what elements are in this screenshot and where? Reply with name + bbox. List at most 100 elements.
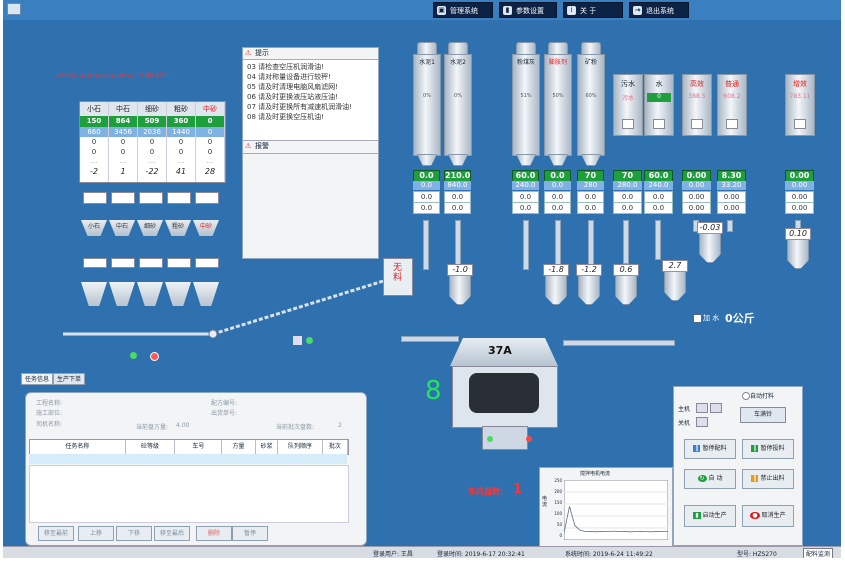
status-bar: 登录用户: 王昌 登录时间: 2019-6-17 20:32:41 系统时间: … [3,546,841,558]
start-icon: ▮ [693,512,701,519]
manage-system-button[interactable]: ▣管理系统 [433,2,493,18]
task-button[interactable]: 删除 [196,526,232,541]
task-button[interactable]: 下移 [116,526,152,541]
add-water-checkbox[interactable] [693,314,702,323]
silo-name: 水泥2 [450,59,466,66]
pipe [563,340,675,346]
silo-name: 水泥1 [419,59,435,66]
warning-icon: ⚠ [245,49,252,57]
message-list[interactable]: 03 请检查空压机润滑油! 04 请对称量设备进行较秤! 05 请及时清理电脑风扇滤… [243,60,378,141]
message-item[interactable]: 08 请及时更换空压机油! [247,113,324,121]
message-item[interactable]: 06 请及时更换液压站液压油! [247,93,338,101]
task-column-header[interactable]: 批次 [323,440,348,454]
message-item[interactable]: 03 请检查空压机润滑油! [247,63,324,71]
forbid-discharge-button[interactable]: ‖禁止出料 [742,469,794,489]
mixer: 37A [450,338,558,458]
tab-production-order[interactable]: 生产下单 [53,373,86,385]
tank-name: 高效 [690,80,704,88]
chart-icon: ▮ [503,6,512,15]
task-column-header[interactable]: 砂浆 [256,440,279,454]
task-column-header[interactable]: 砼等级 [126,440,176,454]
task-button[interactable]: 移至最前 [38,526,74,541]
tank-sub-value: 783.11 [789,93,811,100]
exit-icon: ⇥ [633,6,642,15]
silo-actual-value: 240.0 [512,181,539,190]
weigh-hopper-cone [545,275,567,305]
aggregate-actual: 1440 [167,127,195,137]
silo-value-b: 0.0 [413,202,440,214]
tank-icon [726,119,738,129]
task-button[interactable]: 上移 [78,526,114,541]
pipe [523,220,529,270]
auto-print-radio[interactable] [742,392,750,400]
scale-readout: 2.7 [662,260,688,272]
weigh-hopper-cone [449,275,471,305]
task-column-header[interactable]: 队列顺序 [278,440,323,454]
pipe [423,220,429,270]
hopper-gate [195,192,219,204]
param-settings-button[interactable]: ▮参数设置 [499,2,557,18]
start-production-button[interactable]: ▮启动生产 [684,505,736,527]
pause-feeding-button[interactable]: ‖暂停投料 [742,439,794,459]
scale-readout: -1.2 [576,264,602,276]
mixer-green-indicator [487,436,493,442]
aggregate-name: 细砂 [138,102,166,116]
message-item[interactable]: 05 请及时清理电脑风扇滤网! [247,83,338,91]
status-sys-time: 系统时间: 2019-6-24 11:49:22 [565,551,653,558]
task-column-header[interactable]: 任务名称 [30,440,126,454]
task-column-header[interactable]: 方量 [222,440,256,454]
tank-name: 增效 [793,80,807,88]
hopper-gate [83,192,107,204]
task-table-row[interactable] [29,454,347,464]
scale-readout: 0.6 [613,264,639,276]
silo-actual-value: 0.0 [544,181,571,190]
task-table-body[interactable] [29,465,349,523]
pipe [588,220,594,270]
aggregate-v3: ... [80,157,108,165]
tank-icon [794,119,806,129]
silo-percent: 51% [520,93,532,99]
weigh-hopper-cone [787,239,809,269]
task-button[interactable]: 暂停 [232,526,268,541]
host-icon-2[interactable] [710,403,722,413]
hopper-valve [195,258,219,268]
tank-actual-value: 240.0 [644,181,673,190]
message-item[interactable]: 07 请及时更换所有减速机润滑油! [247,103,352,111]
weigh-hopper-cone [578,275,600,305]
aggregate-name: 粗砂 [167,102,195,116]
task-column-header[interactable]: 车号 [175,440,223,454]
scale-readout: -0.03 [697,222,723,234]
hopper-gate [139,192,163,204]
chart-ytick: 100 [554,511,562,516]
tank-value-b: 0.0 [613,202,642,214]
chart-ytick: 150 [554,500,562,505]
silo-actual-value: 0.0 [413,181,440,190]
tank-actual-value: 0.00 [682,181,711,190]
auto-button[interactable]: ↻自 动 [684,469,736,489]
tab-task-info[interactable]: 任务信息 [21,373,54,385]
aux-hopper: 无料 [383,258,413,296]
silo-name: 矿粉 [584,59,597,66]
pause-batching-button[interactable]: ‖暂停配料 [684,439,736,459]
aggregate-hopper: 小石 [81,192,107,268]
message-panel: ⚠ 提示 03 请检查空压机润滑油!04 请对称量设备进行较秤!05 请及时清理… [242,47,379,259]
vibrator-icon[interactable] [696,417,708,427]
tank-sub-value: 污水 [621,95,634,102]
silo-actual-value: 840.0 [444,181,471,190]
aggregate-err: -2 [80,165,108,179]
alarm-title: 报警 [255,142,269,150]
cancel-production-button[interactable]: ●取消生产 [742,505,794,527]
mixer-red-indicator [526,436,532,442]
car-full-bell-button[interactable]: 车满铃 [740,407,786,423]
exit-system-button[interactable]: ⇥退出系统 [629,2,689,18]
message-item[interactable]: 04 请对称量设备进行较秤! [247,73,331,81]
host-icon[interactable] [696,403,708,413]
hopper-label: 小石 [81,220,107,236]
aggregate-v1: 0 [167,137,195,147]
aggregate-actual: 660 [80,127,108,137]
task-button[interactable]: 移至最后 [154,526,190,541]
aggregate-set: 0 [196,116,224,127]
status-corner-button[interactable]: 配料监测 [803,548,834,558]
